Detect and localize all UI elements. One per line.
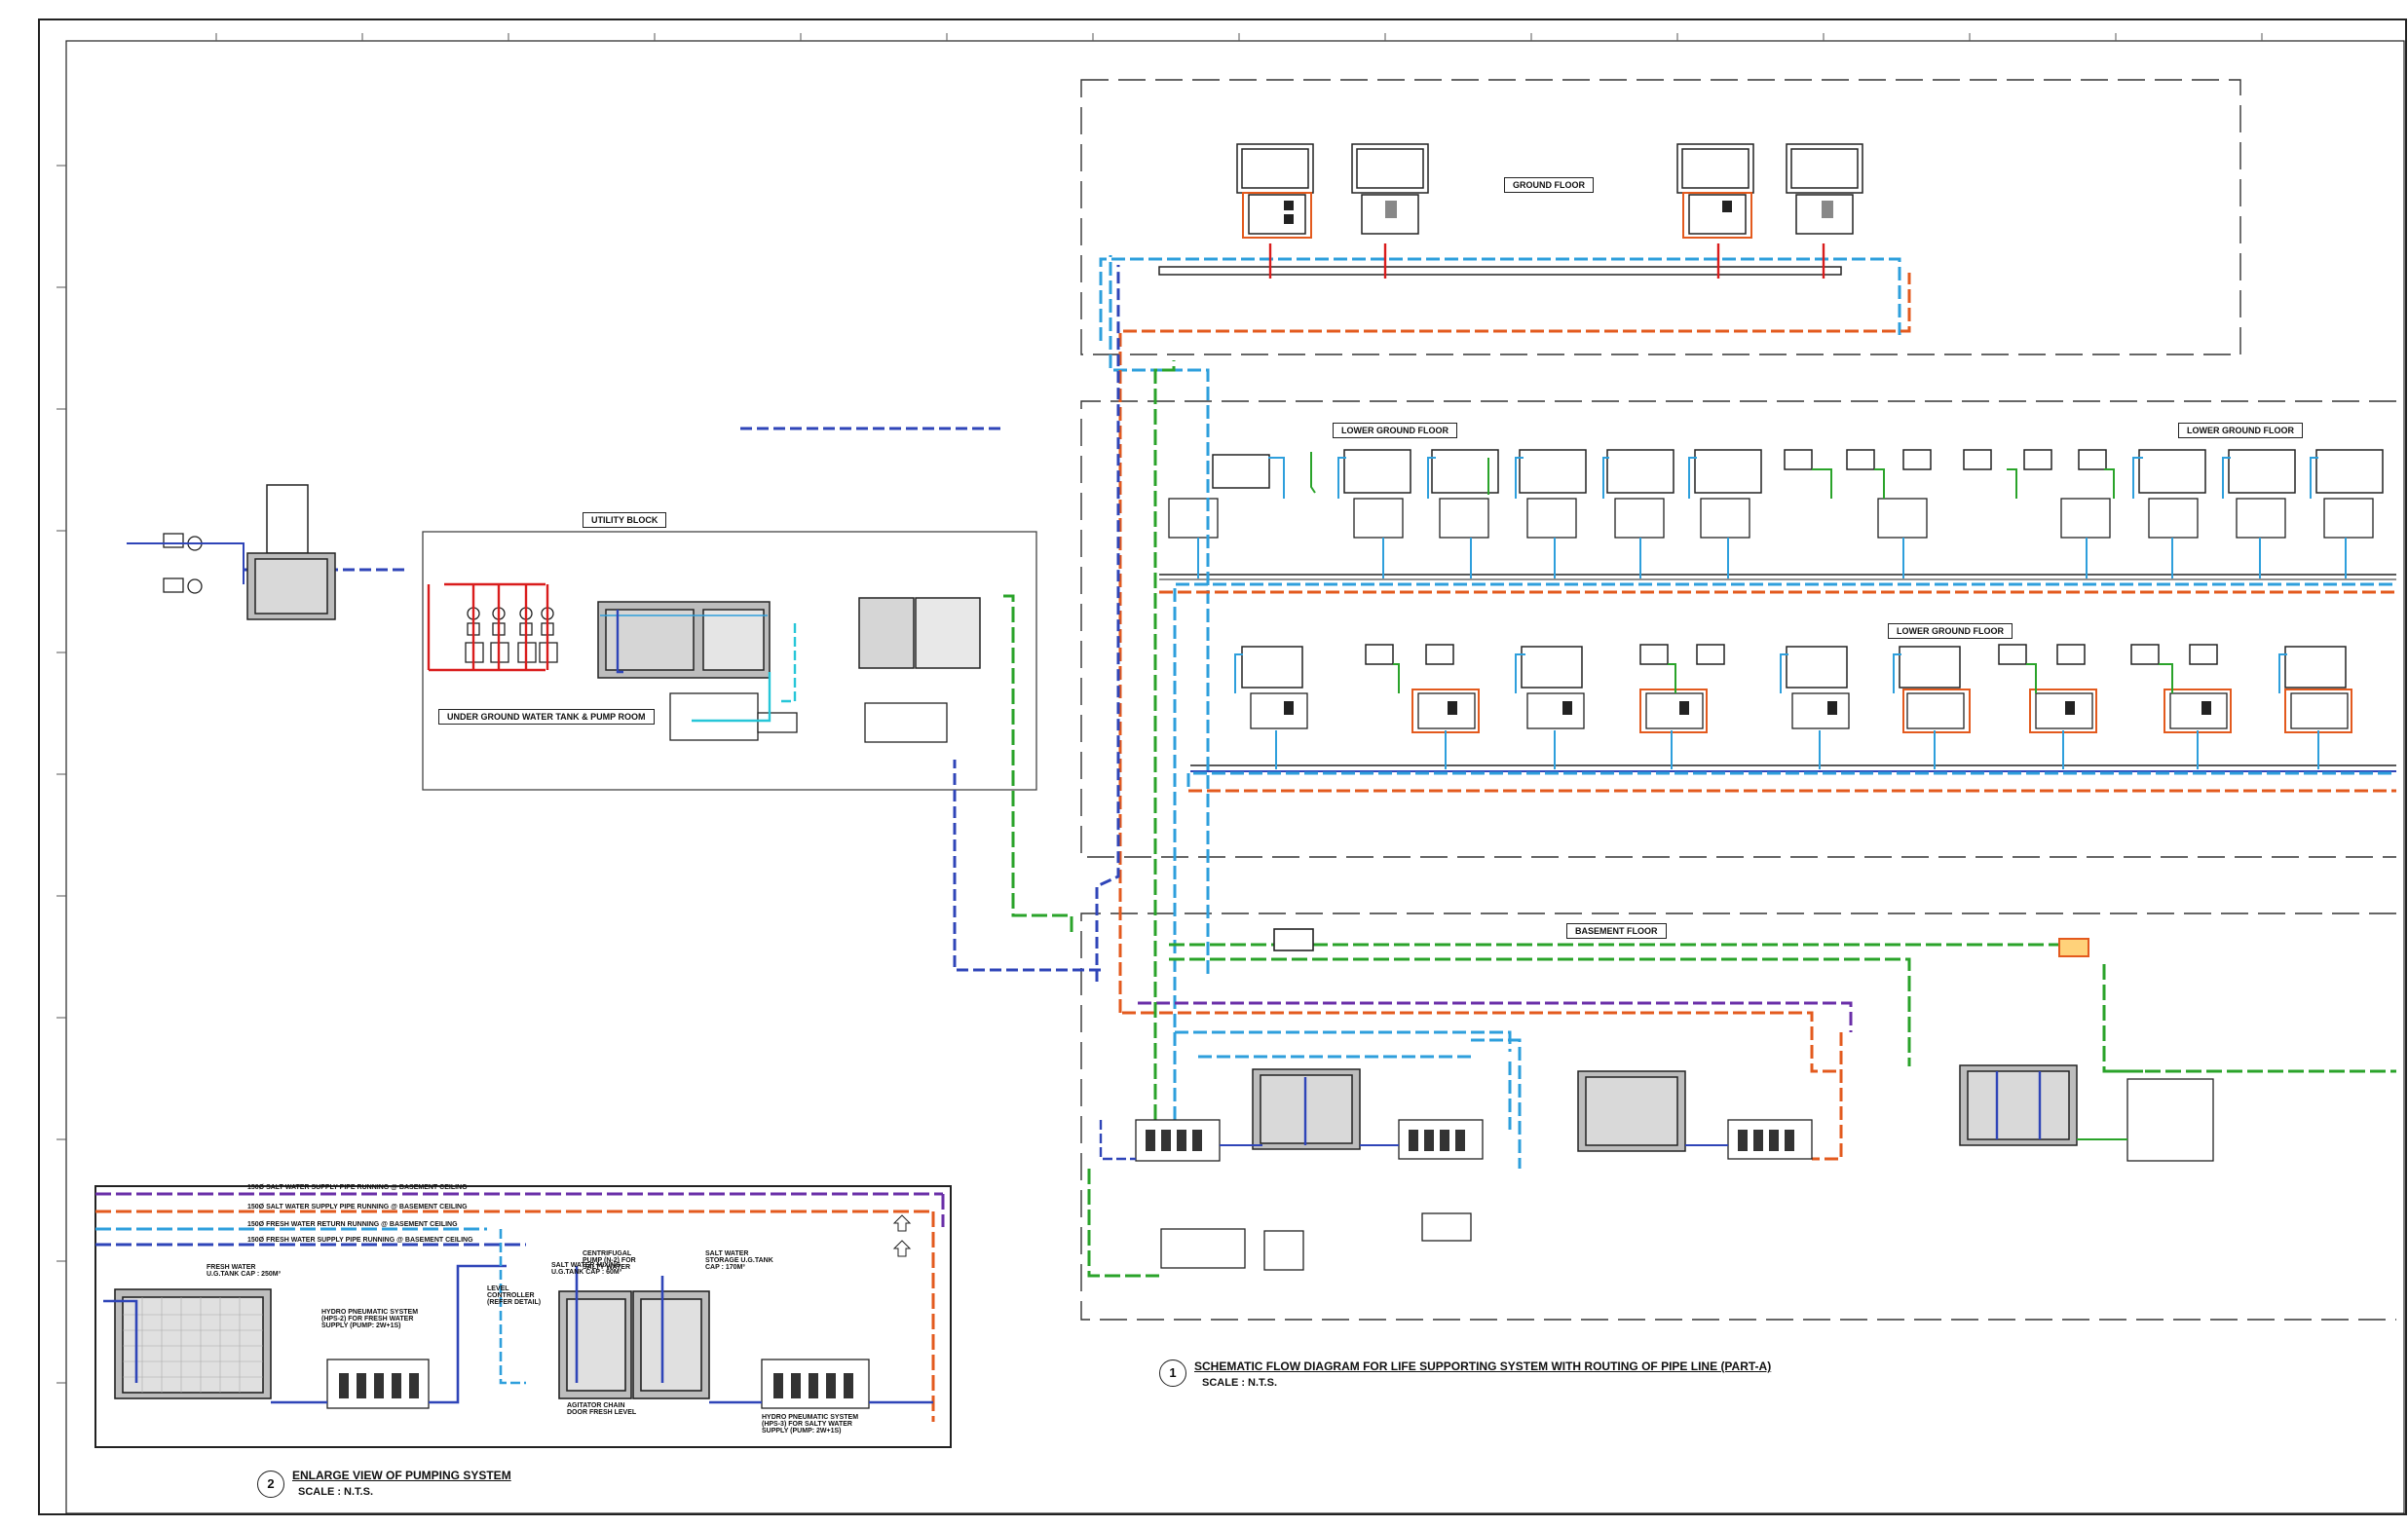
inset-pump-label-1: HYDRO PNEUMATIC SYSTEM (HPS-2) FOR FRESH…: [321, 1309, 419, 1329]
lower-ground-floor-label-1: LOWER GROUND FLOOR: [1333, 423, 1457, 438]
inset-cyan-pipe: [499, 1229, 526, 1385]
ground-floor-header-pipe: [1158, 266, 1842, 276]
zone-utility-block: [422, 531, 1037, 791]
equipment-drops: [1197, 538, 2347, 578]
blue-connectors: [1234, 457, 2318, 693]
ground-floor-tanks: [1236, 143, 1863, 235]
main-drawing-scale: SCALE : N.T.S.: [1202, 1377, 1278, 1389]
inset-tank-label-2: SALT WATER MIXING U.G.TANK CAP : 60M³: [551, 1262, 622, 1276]
utility-hps-units: [669, 692, 948, 743]
inset-tank-label-1: FRESH WATER U.G.TANK CAP : 250M³: [207, 1264, 281, 1278]
utility-right-tanks: [858, 597, 981, 669]
inset-line-label-2: 150Ø SALT WATER SUPPLY PIPE RUNNING @ BA…: [247, 1204, 468, 1210]
ground-floor-orange-enclosures: [1242, 192, 1752, 239]
basement-hps-units: [1135, 1078, 2214, 1271]
fresh-water-lines: [1099, 255, 2396, 1169]
top-ruler: [215, 33, 2263, 41]
intake-line: [127, 542, 245, 584]
left-ruler: [56, 165, 66, 1384]
lower-ground-floor-label-3: LOWER GROUND FLOOR: [1888, 623, 2013, 639]
zone-ground-floor: [1080, 79, 2241, 355]
utility-cyan-line-2: [779, 623, 797, 703]
intake-tank: [246, 484, 336, 620]
enlarge-drawing-number: 2: [257, 1471, 284, 1498]
main-drawing-number: 1: [1159, 1359, 1186, 1387]
basement-return: [1099, 1120, 1136, 1161]
utility-pumps: [465, 607, 558, 663]
lgf-row2-tanks: [1241, 644, 2347, 689]
green-connectors: [1310, 452, 2173, 693]
inset-hps-cylinders: [339, 1373, 853, 1398]
enlarge-drawing-title: ENLARGE VIEW OF PUMPING SYSTEM: [292, 1469, 511, 1482]
lgf-row1-tanks: [1212, 449, 2384, 494]
zone-basement: [1080, 912, 2396, 1321]
orange-equipment: [2058, 938, 2089, 957]
basement-floor-label: BASEMENT FLOOR: [1566, 923, 1667, 939]
inset-tank-label-3: SALT WATER STORAGE U.G.TANK CAP : 170M³: [705, 1250, 773, 1271]
salt-return-lines: [1138, 1001, 1853, 1032]
inset-line-label-4: 150Ø FRESH WATER SUPPLY PIPE RUNNING @ B…: [247, 1237, 473, 1244]
equipment-drops-row2: [1275, 730, 2319, 769]
inset-blue-pipes: [103, 1264, 933, 1404]
basement-hps-cylinders: [1146, 1130, 1794, 1151]
lgf-row2-filters: [1284, 701, 2211, 715]
main-drawing-title: SCHEMATIC FLOW DIAGRAM FOR LIFE SUPPORTI…: [1194, 1359, 1772, 1373]
inset-pump-label-2: CENTRIFUGAL PUMP (N-2) FOR SALTY WATER: [583, 1250, 636, 1271]
salt-water-lines: [1118, 273, 2396, 1161]
inset-agitator-label: AGITATOR CHAIN DOOR FRESH LEVEL: [567, 1402, 637, 1416]
inset-lines: [95, 1192, 945, 1422]
lgf-row2-pump-units: [1250, 692, 2349, 729]
ground-floor-filters: [1284, 201, 1833, 224]
underground-tank-label: UNDER GROUND WATER TANK & PUMP ROOM: [438, 709, 655, 725]
utility-block-label: UTILITY BLOCK: [583, 512, 667, 528]
ground-floor-label: GROUND FLOOR: [1504, 177, 1594, 193]
utility-underground-tank: [597, 601, 771, 679]
enlarge-drawing-scale: SCALE : N.T.S.: [298, 1486, 374, 1498]
utility-red-manifold: [444, 582, 549, 670]
inset-line-label-3: 150Ø FRESH WATER RETURN RUNNING @ BASEME…: [247, 1221, 458, 1228]
zone-lower-ground: [1080, 400, 2396, 858]
utility-blue-line: [616, 610, 623, 674]
inset-line-label-1: 150Ø SALT WATER SUPPLY PIPE RUNNING @ BA…: [247, 1184, 468, 1191]
inset-level-label: LEVEL CONTROLLER (REFER DETAIL): [487, 1285, 542, 1306]
inset-arrows: [892, 1214, 912, 1257]
utility-cyan-line: [692, 672, 771, 723]
outer-frame: [38, 19, 2407, 1515]
lower-ground-floor-label-2: LOWER GROUND FLOOR: [2178, 423, 2303, 438]
inset-grid-pattern: [123, 1297, 263, 1393]
basement-tanks: [1252, 1064, 2078, 1152]
lgf-row1-pump-units: [1168, 498, 2374, 539]
inset-pump-label-3: HYDRO PNEUMATIC SYSTEM (HPS-3) FOR SALTY…: [762, 1414, 859, 1434]
inner-frame: [65, 40, 2405, 1514]
zone-boundaries: [1080, 79, 2396, 1321]
drainage-pump: [1273, 928, 1314, 951]
